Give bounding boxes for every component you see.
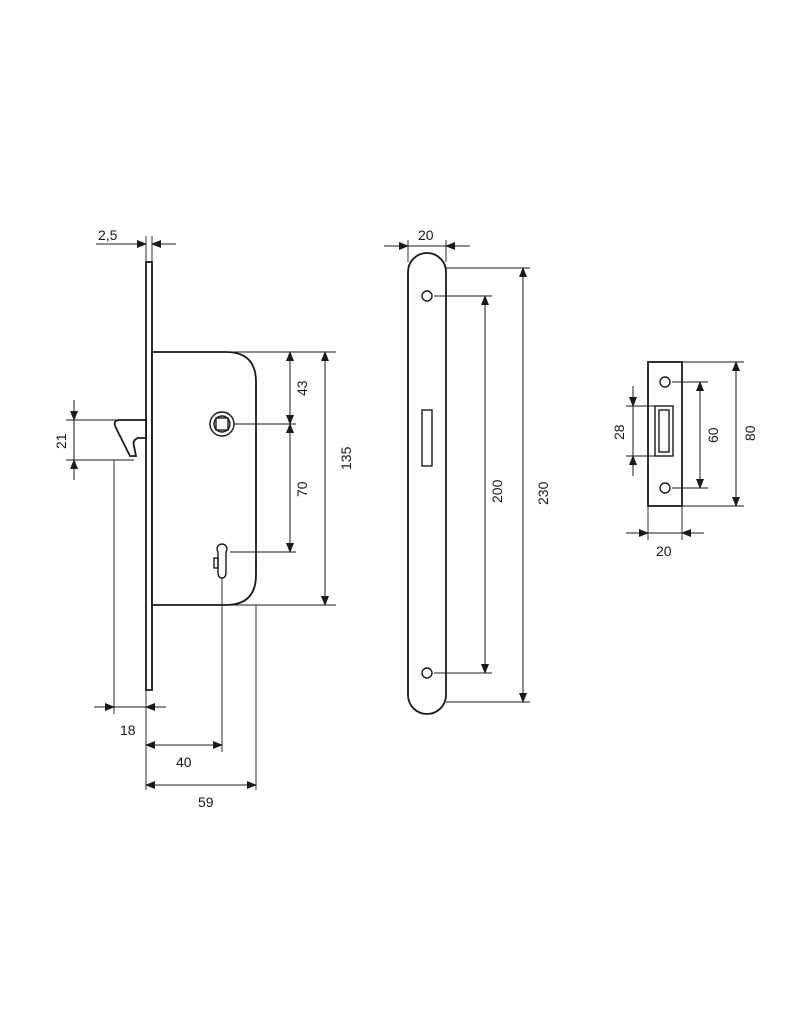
dim-front-length: 230 [446, 267, 551, 703]
dim-strike-length: 80 [682, 361, 758, 507]
lock-case [151, 351, 257, 606]
faceplate-screw-hole-bottom [421, 667, 433, 679]
dim-case-height-label: 135 [338, 446, 354, 470]
strike-plate-view: 28 60 80 20 [611, 361, 758, 559]
dim-case-depth-label: 59 [198, 794, 214, 810]
dim-front-thickness-label: 2,5 [98, 227, 118, 243]
dim-strike-screw-spacing: 60 [672, 381, 721, 489]
strike-plate [647, 361, 683, 507]
strike-screw-hole-bottom [659, 482, 671, 494]
strike-opening [654, 405, 674, 457]
dim-case-horizontal: 18 40 59 [94, 460, 257, 810]
strike-screw-hole-top [659, 376, 671, 388]
dim-strike-width: 20 [626, 506, 704, 559]
latch-hook [113, 419, 147, 457]
dim-front-length-label: 230 [535, 481, 551, 505]
keyhole [216, 543, 228, 579]
dim-front-thickness: 2,5 [96, 227, 176, 262]
dim-strike-screw-spacing-label: 60 [705, 427, 721, 443]
latch-opening [421, 409, 433, 467]
dim-follower-to-key-label: 70 [294, 481, 310, 497]
dim-front-width-label: 20 [418, 227, 434, 243]
dim-latch-height: 21 [53, 400, 134, 480]
dim-screw-spacing-label: 200 [489, 479, 505, 503]
dim-latch-projection-label: 18 [120, 722, 136, 738]
dim-screw-spacing: 200 [434, 295, 505, 674]
dim-case-vertical: 43 70 135 [226, 351, 354, 606]
dim-strike-opening-label: 28 [611, 424, 627, 440]
faceplate [407, 252, 447, 715]
mortise-lock-side-view: 2,5 21 43 70 135 [53, 227, 354, 810]
dim-strike-length-label: 80 [742, 425, 758, 441]
dim-latch-height-label: 21 [53, 433, 69, 449]
dim-backset-label: 40 [176, 754, 192, 770]
dim-strike-width-label: 20 [656, 543, 672, 559]
dim-strike-opening: 28 [611, 386, 655, 476]
dim-front-width: 20 [384, 227, 470, 262]
dim-follower-offset-label: 43 [294, 380, 310, 396]
faceplate-screw-hole-top [421, 290, 433, 302]
faceplate-front-view: 20 200 230 [384, 227, 551, 715]
